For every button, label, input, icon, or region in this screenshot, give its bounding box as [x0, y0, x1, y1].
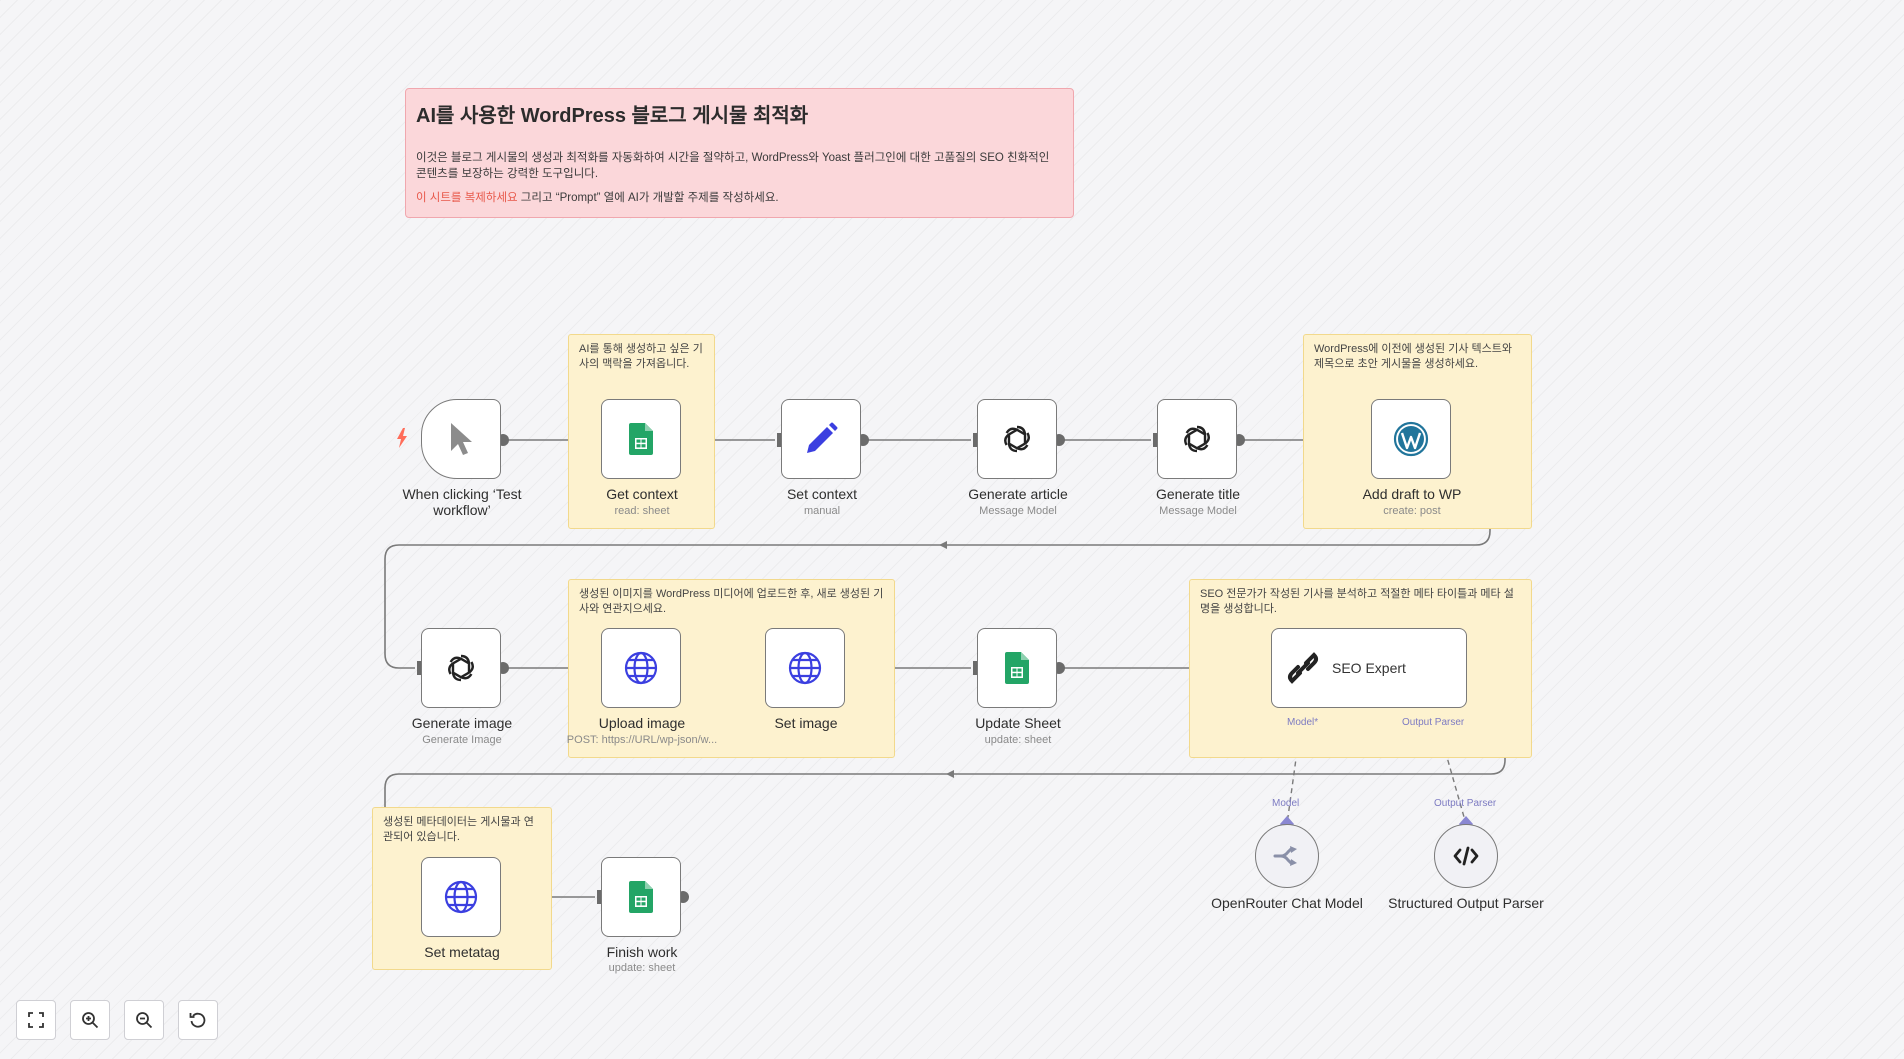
node-generate-title-subtitle: Message Model [1159, 505, 1237, 517]
node-generate-title-title: Generate title [1155, 486, 1241, 502]
intro-instruction-tail: 그리고 “Prompt” 열에 AI가 개발할 주제를 작성하세요. [517, 192, 779, 204]
port-output-parser-label: Output Parser [1402, 717, 1465, 728]
node-upload-image[interactable] [601, 628, 681, 708]
node-update-sheet-title: Update Sheet [975, 715, 1061, 731]
pencil-icon [807, 422, 838, 453]
node-add-draft[interactable] [1371, 399, 1451, 479]
sticky-upload-text: 생성된 이미지를 WordPress 미디어에 업로드한 후, 새로 생성된 기… [579, 588, 884, 615]
openai-icon [448, 654, 474, 682]
node-generate-title[interactable] [1157, 399, 1237, 479]
node-update-sheet-subtitle: update: sheet [984, 734, 1052, 746]
openrouter-icon [1273, 846, 1297, 866]
port-model-label: Model* [1287, 717, 1319, 728]
node-generate-article-subtitle: Message Model [979, 505, 1057, 517]
node-finish-work-title: Finish work [606, 944, 678, 960]
wordpress-icon [1393, 421, 1429, 457]
node-get-context[interactable] [601, 399, 681, 479]
google-sheets-icon [629, 881, 653, 913]
node-set-metatag-title: Set metatag [424, 944, 500, 960]
globe-icon [788, 651, 822, 685]
node-trigger[interactable] [421, 399, 501, 479]
subnode-model-port-label: Model [1272, 798, 1300, 809]
cursor-icon [451, 423, 472, 455]
sticky-get-context-text: AI를 통해 생성하고 싶은 기사의 맥락을 가져옵니다. [579, 343, 703, 370]
openai-icon [1004, 425, 1030, 453]
zoom-out-button[interactable] [124, 1000, 164, 1040]
node-set-context[interactable] [781, 399, 861, 479]
sticky-seo-text: SEO 전문가가 작성된 기사를 분석하고 적절한 메타 타이틀과 메타 설명을… [1200, 588, 1514, 615]
node-add-draft-subtitle: create: post [1383, 505, 1441, 517]
sticky-metatag-text: 생성된 메타데이터는 게시물과 연관되어 있습니다. [383, 816, 534, 843]
agent-icon [1288, 652, 1318, 684]
node-structured-output-parser[interactable] [1434, 824, 1498, 888]
zoom-out-icon [136, 1012, 153, 1029]
node-generate-image-title: Generate image [411, 715, 513, 731]
node-openrouter-chat-model[interactable] [1255, 824, 1319, 888]
node-set-metatag[interactable] [421, 857, 501, 937]
node-set-image-title: Set image [774, 715, 838, 731]
trigger-bolt-icon [397, 428, 407, 448]
node-set-image[interactable] [765, 628, 845, 708]
google-sheets-icon [629, 423, 653, 455]
node-upload-image-title: Upload image [598, 715, 686, 731]
globe-icon [624, 651, 658, 685]
node-seo-expert-title: SEO Expert [1332, 660, 1406, 676]
subnode-parser-port-label: Output Parser [1434, 798, 1497, 809]
node-get-context-subtitle: read: sheet [614, 505, 670, 517]
intro-body: 이것은 블로그 게시물의 생성과 최적화를 자동화하여 시간을 절약하고, Wo… [416, 152, 1050, 180]
node-generate-image[interactable] [421, 628, 501, 708]
zoom-in-icon [82, 1012, 99, 1029]
intro-sticky-note[interactable]: AI를 사용한 WordPress 블로그 게시물 최적화 이것은 블로그 게시… [405, 88, 1074, 218]
node-generate-image-subtitle: Generate Image [422, 734, 502, 746]
node-update-sheet[interactable] [977, 628, 1057, 708]
reset-zoom-button[interactable] [178, 1000, 218, 1040]
intro-instruction: 이 시트를 복제하세요 그리고 “Prompt” 열에 AI가 개발할 주제를 … [416, 190, 1063, 206]
node-get-context-title: Get context [606, 486, 678, 502]
node-set-context-title: Set context [786, 486, 858, 502]
node-trigger-title: When clicking ‘Test workflow’ [402, 486, 522, 518]
reset-icon [189, 1012, 206, 1028]
node-generate-article[interactable] [977, 399, 1057, 479]
fit-view-button[interactable] [16, 1000, 56, 1040]
zoom-in-button[interactable] [70, 1000, 110, 1040]
node-generate-article-title: Generate article [968, 486, 1068, 502]
duplicate-sheet-link[interactable]: 이 시트를 복제하세요 [416, 192, 518, 204]
node-finish-work[interactable] [601, 857, 681, 937]
node-finish-work-subtitle: update: sheet [608, 962, 676, 974]
google-sheets-icon [1005, 652, 1029, 684]
node-openrouter-title: OpenRouter Chat Model [1211, 895, 1363, 911]
intro-title: AI를 사용한 WordPress 블로그 게시물 최적화 [416, 105, 809, 127]
sticky-wordpress-text: WordPress에 이전에 생성된 기사 텍스트와 제목으로 초안 게시물을 … [1314, 343, 1512, 370]
node-set-context-subtitle: manual [803, 505, 841, 517]
globe-icon [444, 880, 478, 914]
fit-view-icon [28, 1012, 44, 1028]
openai-icon [1184, 425, 1210, 453]
node-add-draft-title: Add draft to WP [1362, 486, 1462, 502]
node-seo-expert[interactable]: SEO Expert [1271, 628, 1467, 708]
code-icon [1453, 846, 1479, 866]
node-parser-title: Structured Output Parser [1388, 895, 1544, 911]
node-upload-image-subtitle: POST: https://URL/wp-json/w... [566, 734, 718, 746]
